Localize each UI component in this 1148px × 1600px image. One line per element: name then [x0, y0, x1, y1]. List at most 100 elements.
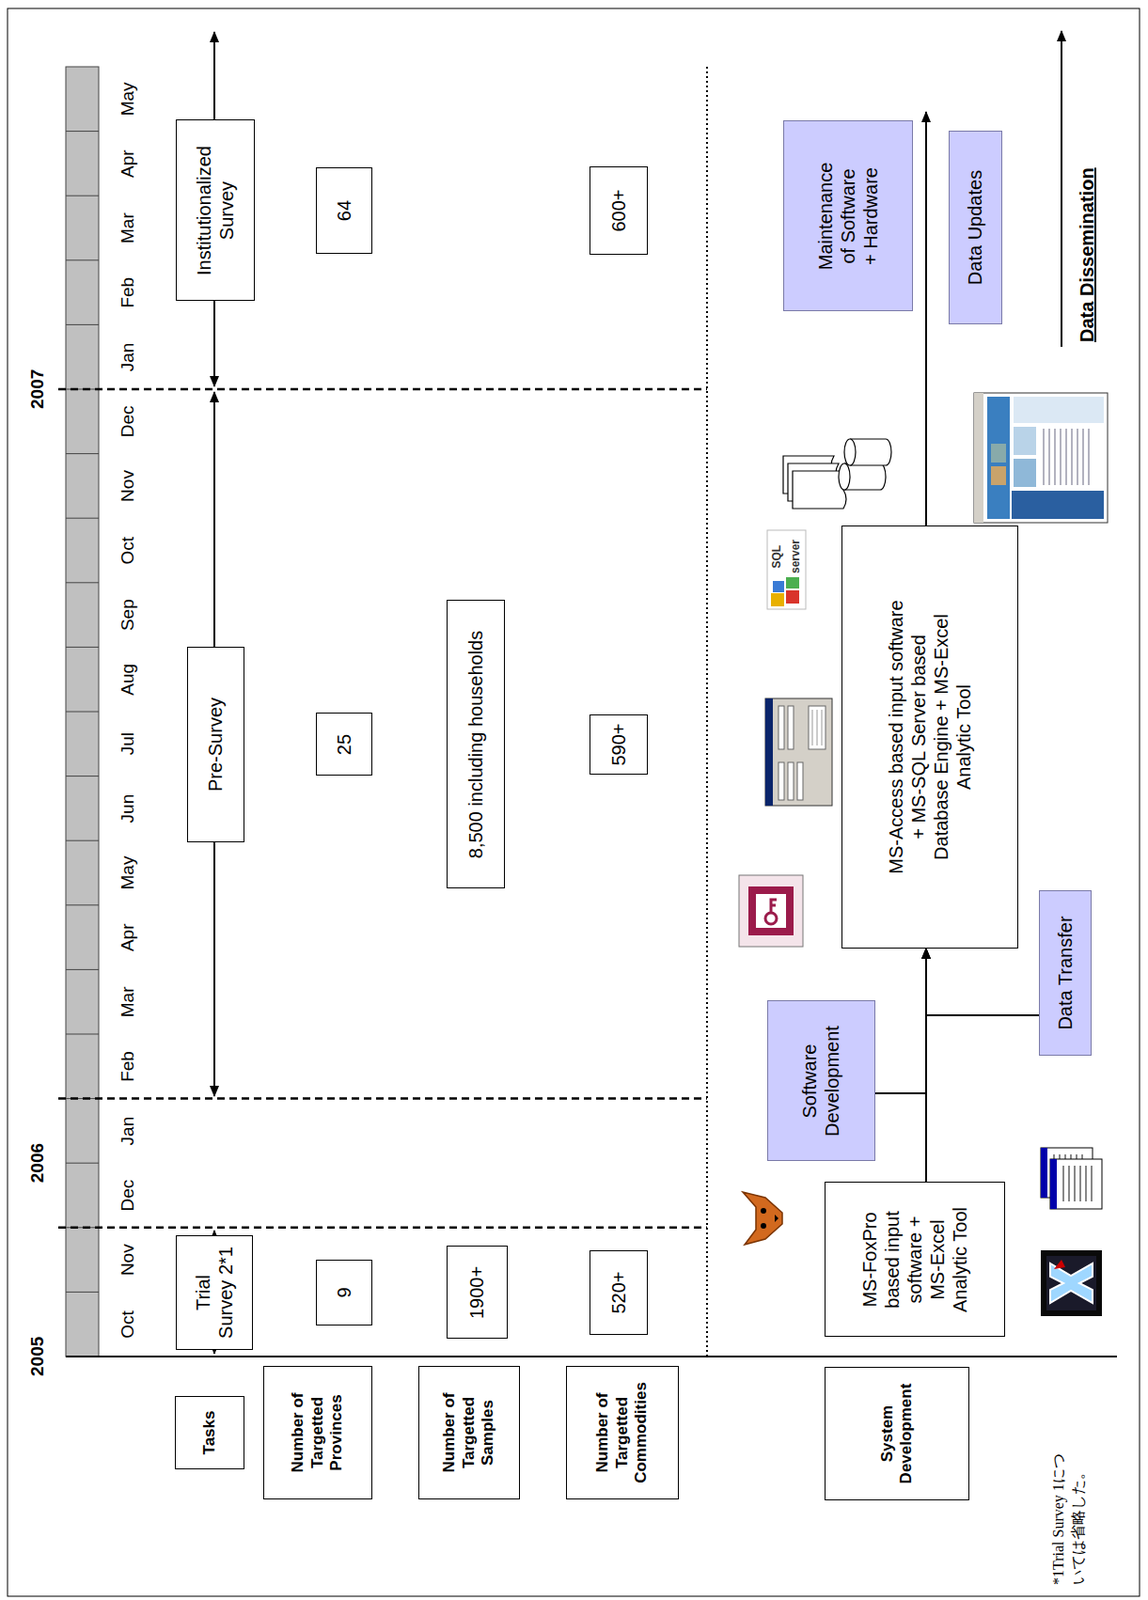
row-header: Number of Targetted Samples — [418, 1366, 520, 1500]
access-icon — [739, 875, 803, 947]
system-box: MS-Access based input software + MS-SQL … — [841, 525, 1019, 949]
logo-text: server — [789, 537, 803, 576]
box-text: Trial Survey 2*1 — [191, 1243, 237, 1342]
box-text: 9 — [332, 1287, 356, 1298]
month-label: Dec — [117, 1178, 139, 1214]
row-header: Number of Targetted Commodities — [566, 1366, 679, 1500]
value-box: 520+ — [589, 1250, 648, 1336]
database-icon — [844, 439, 856, 466]
website-screenshot — [1013, 396, 1104, 424]
foxpro-icon — [737, 1186, 787, 1251]
database-icon — [838, 463, 850, 490]
activity-box: Software Development — [767, 1001, 876, 1163]
month-label: Dec — [117, 404, 139, 441]
value-box: 1900+ — [446, 1246, 508, 1340]
box-text: 520+ — [607, 1271, 630, 1314]
website-screenshot — [974, 393, 1108, 523]
row-header: Number of Targetted Provinces — [263, 1366, 373, 1500]
box-text: MS-Access based input software + MS-SQL … — [884, 596, 976, 879]
foxpro-icon — [774, 1214, 779, 1223]
phase-divider — [58, 1097, 708, 1101]
month-label: Apr — [117, 922, 139, 955]
box-text: Number of Targetted Provinces — [288, 1374, 346, 1492]
access-icon — [748, 886, 794, 936]
value-box: 590+ — [589, 714, 648, 775]
access-icon — [755, 894, 787, 928]
axis-line — [65, 1355, 1117, 1358]
task-box: Trial Survey 2*1 — [175, 1235, 253, 1351]
task-box: Institutionalized Survey — [175, 120, 255, 302]
box-text: 25 — [332, 734, 356, 755]
month-label: Jul — [117, 730, 139, 757]
month-label: Sep — [117, 597, 139, 633]
year-label: 2006 — [27, 1141, 48, 1185]
value-box: 600+ — [589, 166, 648, 255]
month-label: Nov — [117, 468, 139, 504]
value-box: 8,500 including households — [446, 600, 505, 890]
form-screenshot — [778, 706, 785, 750]
month-bar — [65, 66, 99, 1357]
phase-divider — [58, 388, 708, 392]
spreadsheet-icon — [1063, 1165, 1092, 1202]
month-label: Feb — [117, 1049, 139, 1085]
month-label: Apr — [117, 147, 139, 180]
box-text: Number of Targetted Commodities — [593, 1374, 651, 1492]
spreadsheet-icon — [1040, 1148, 1102, 1210]
form-screenshot — [765, 698, 833, 806]
month-label: Feb — [117, 275, 139, 311]
box-text: 1900+ — [465, 1266, 488, 1320]
website-screenshot — [990, 443, 1007, 463]
flow-arrow — [1060, 31, 1063, 347]
month-label: May — [117, 854, 139, 893]
form-screenshot — [787, 762, 794, 801]
excel-icon — [1040, 1250, 1102, 1317]
form-screenshot — [765, 698, 833, 806]
website-screenshot — [1011, 490, 1104, 519]
excel-icon — [1050, 1263, 1093, 1304]
month-label: Aug — [117, 661, 139, 698]
website-screenshot — [1013, 458, 1037, 488]
month-label: Jun — [117, 792, 139, 826]
box-text: System Development — [878, 1375, 917, 1493]
activity-box: Data Transfer — [1038, 890, 1092, 1056]
website-screenshot — [987, 396, 1010, 519]
database-icon — [838, 439, 892, 490]
month-label: Oct — [117, 1308, 139, 1341]
month-label: Jan — [117, 1115, 139, 1148]
box-text: Number of Targetted Samples — [440, 1374, 498, 1492]
sql-server-icon — [786, 577, 800, 589]
month-bar — [65, 66, 99, 1357]
form-screenshot — [808, 706, 826, 750]
phase-divider — [58, 389, 708, 1228]
month-label: Oct — [117, 534, 139, 567]
month-label: May — [117, 79, 139, 118]
flow-connector — [875, 948, 928, 1094]
value-box: 64 — [315, 167, 373, 254]
foxpro-icon — [760, 1223, 767, 1229]
flow-arrow — [925, 111, 928, 567]
foxpro-icon — [742, 1192, 783, 1245]
spreadsheet-icon — [1050, 1159, 1057, 1210]
month-label: Mar — [117, 210, 139, 246]
box-text: Data Transfer — [1053, 915, 1077, 1030]
logo-text: SQL — [770, 543, 784, 571]
foxpro-icon — [737, 1186, 787, 1251]
sql-server-icon — [767, 530, 806, 610]
form-screenshot — [765, 698, 773, 806]
month-label: Mar — [117, 984, 139, 1020]
sql-server-icon — [770, 593, 785, 607]
website-screenshot — [974, 393, 1108, 523]
excel-icon — [1053, 1259, 1066, 1270]
section-divider — [706, 66, 708, 1357]
website-screenshot — [1013, 426, 1037, 456]
excel-icon — [1046, 1256, 1097, 1311]
document-stack-icon — [783, 456, 847, 509]
website-screenshot — [974, 393, 984, 523]
box-text: Institutionalized Survey — [192, 130, 238, 291]
access-icon — [739, 875, 803, 947]
year-label: 2005 — [27, 1335, 48, 1379]
box-text: 8,500 including households — [464, 630, 488, 859]
spreadsheet-icon — [1040, 1148, 1048, 1198]
box-text: 600+ — [607, 188, 630, 232]
